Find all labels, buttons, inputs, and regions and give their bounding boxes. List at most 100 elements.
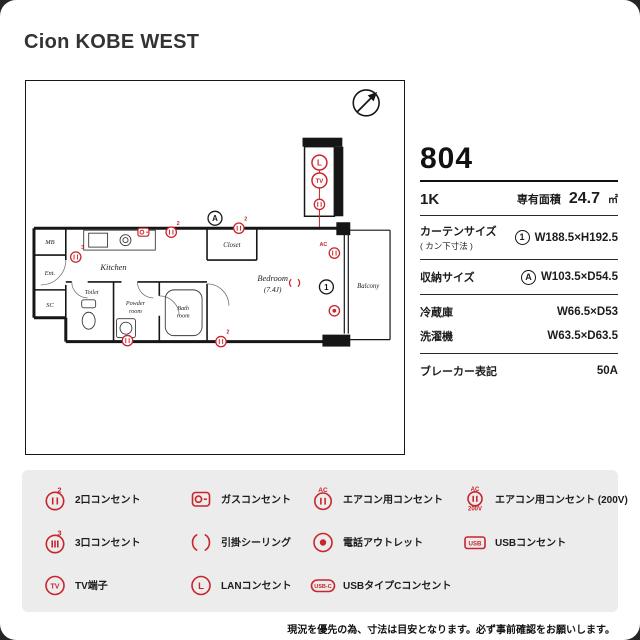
breaker-label: ブレーカー表記	[420, 366, 497, 378]
marker-1-badge: 1	[514, 230, 530, 245]
legend-label: TV端子	[75, 580, 108, 592]
breaker-row: ブレーカー表記 50A	[420, 354, 618, 388]
svg-text:2: 2	[57, 486, 61, 495]
outlet-icons: 2 2 3 2 AC	[69, 216, 341, 348]
storage-size-row: 収納サイズ A W103.5×D54.5	[420, 260, 618, 294]
stove-burner	[119, 234, 132, 247]
washer-pan	[116, 318, 136, 339]
svg-text:L: L	[198, 581, 204, 592]
legend-label: 引掛シーリング	[221, 537, 291, 549]
outlet-2-icon	[233, 222, 245, 235]
kitchen-sink	[88, 232, 109, 248]
fridge-value: W66.5×D53	[556, 306, 618, 318]
area-unit: ㎡	[608, 195, 618, 206]
curtain-size-sublabel: ( カン下寸法 )	[420, 241, 473, 251]
room-label-bedroom: Bedroom	[257, 273, 288, 283]
gas-outlet-icon	[191, 491, 211, 507]
phone-outlet-icon	[313, 532, 333, 553]
legend-item-phone: 電話アウトレット	[310, 528, 462, 554]
legend-label: LANコンセント	[221, 580, 292, 592]
legend-label: USBコンセント	[495, 537, 567, 549]
room-label-powder-2: room	[129, 309, 142, 315]
svg-text:AC: AC	[318, 487, 328, 494]
washer-row: 洗濯機 W63.5×D63.5	[420, 324, 618, 348]
tv-outlet-icon	[311, 172, 328, 189]
room-label-powder-1: Powder	[125, 301, 146, 307]
floor-plan: L TV	[25, 80, 405, 455]
room-labels: MB Ent. SC Toilet Kitchen Closet Powder …	[44, 239, 380, 320]
layout-area-row: 1K 専有面積 24.7 ㎡	[420, 182, 618, 215]
divider	[420, 259, 618, 260]
legend-label: エアコン用コンセント	[343, 494, 443, 506]
outlet-2-icon	[165, 226, 178, 239]
outlet-2-num: 2	[177, 221, 180, 227]
legend-label: 2口コンセント	[75, 494, 141, 506]
floor-plan-drawing: L TV	[32, 89, 391, 348]
fridge-row: 冷蔵庫 W66.5×D53	[420, 300, 618, 324]
outlet-2-num: 2	[226, 330, 229, 336]
storage-size-label: 収納サイズ	[420, 272, 475, 284]
stove-burner-inner	[122, 237, 129, 244]
room-label-toilet: Toilet	[85, 290, 99, 296]
walls	[32, 222, 391, 347]
usbc-outlet-icon: USB-C	[310, 579, 336, 593]
outlet-icon	[121, 334, 134, 347]
legend-label: 3口コンセント	[75, 537, 141, 549]
ac-200v-outlet-icon: AC 200V	[467, 487, 483, 511]
ceiling-light-icon	[191, 533, 211, 552]
svg-text:200V: 200V	[468, 506, 482, 511]
divider	[420, 294, 618, 295]
bathtub	[164, 289, 203, 337]
outlet-2-icon	[215, 335, 227, 348]
ceiling-light-icon	[288, 278, 301, 288]
outlet-3-icon: 3	[45, 529, 65, 554]
outlet-icon	[313, 198, 326, 211]
svg-text:AC: AC	[471, 487, 480, 493]
appliance-rows: 冷蔵庫 W66.5×D53 洗濯機 W63.5×D63.5	[420, 295, 618, 353]
legend: 2 2口コンセント ガスコンセント AC エアコン用コンセント	[22, 470, 628, 612]
fixtures	[81, 229, 203, 339]
page-title: Cion KOBE WEST	[24, 31, 200, 53]
toilet-bowl	[81, 311, 96, 330]
legend-label: ガスコンセント	[221, 494, 291, 506]
room-label-mb: MB	[44, 239, 54, 246]
divider	[420, 353, 618, 354]
legend-label: 電話アウトレット	[343, 537, 423, 549]
tv-outlet-label: TV	[316, 179, 324, 185]
lan-outlet-label: L	[317, 159, 322, 168]
curtain-size-row: カーテンサイズ ( カン下寸法 ) 1 W188.5×H192.5	[420, 216, 618, 259]
ac-outlet-icon	[328, 247, 341, 259]
unit-info-panel: 804 1K 専有面積 24.7 ㎡ カーテンサイズ ( カン下寸法 ) 1 W…	[420, 142, 618, 388]
svg-text:3: 3	[57, 529, 61, 538]
svg-text:USB: USB	[468, 541, 482, 548]
area-label: 専有面積	[516, 194, 561, 206]
curtain-size-label: カーテンサイズ	[420, 226, 497, 238]
kitchen-counter	[83, 229, 156, 251]
storage-size-value: W103.5×D54.5	[540, 271, 618, 283]
outlet-2-icon: 2	[45, 486, 65, 511]
legend-label: USBタイプCコンセント	[343, 580, 452, 592]
outlet-3-icon	[69, 251, 82, 263]
legend-item-ac-200v: AC 200V エアコン用コンセント (200V)	[462, 485, 628, 511]
marker-a-badge: A	[520, 269, 536, 285]
usb-outlet-icon: USB	[464, 536, 486, 550]
fridge-label: 冷蔵庫	[420, 307, 453, 319]
legend-item-lan: L LANコンセント	[188, 571, 310, 597]
gas-outlet-icon	[137, 227, 150, 237]
room-label-bath-2: room	[177, 314, 190, 320]
curtain-size-value: W188.5×H192.5	[534, 231, 618, 244]
marker-1-circle	[318, 279, 335, 295]
disclaimer-note: 現況を優先の為、寸法は目安となります。必ず事前確認をお願いします。	[287, 625, 615, 636]
divider	[420, 215, 618, 216]
legend-item-ceiling: 引掛シーリング	[188, 528, 310, 554]
outlet-2-num: 2	[244, 216, 247, 222]
washer-label: 洗濯機	[420, 331, 453, 343]
divider	[420, 180, 618, 182]
door-arcs	[40, 260, 230, 316]
room-label-kitchen: Kitchen	[99, 262, 126, 272]
lan-outlet-icon: L	[191, 575, 211, 596]
room-label-entrance: Ent.	[44, 270, 56, 277]
tv-terminal-icon: TV	[45, 575, 65, 596]
toilet-tank	[81, 299, 97, 309]
